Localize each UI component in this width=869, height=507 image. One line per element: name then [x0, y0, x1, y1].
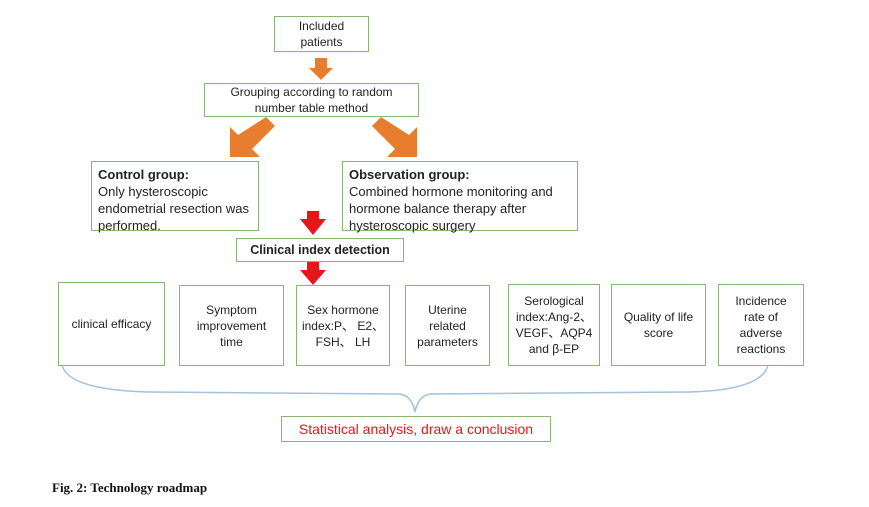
- arrow-down-left-orange: [230, 117, 275, 157]
- index-label: Uterine related parameters: [417, 302, 478, 349]
- index-label: clinical efficacy: [71, 317, 152, 331]
- grouping-box: Grouping according to random number tabl…: [204, 83, 419, 117]
- clinical-detection-box: Clinical index detection: [236, 238, 404, 262]
- index-label: Serological index:Ang-2、 VEGF、AQP4 and β…: [515, 294, 593, 356]
- figure-caption: Fig. 2: Technology roadmap: [52, 480, 208, 495]
- conclusion-box: Statistical analysis, draw a conclusion: [281, 416, 551, 442]
- index-label: Quality of life score: [623, 310, 694, 340]
- arrow-down-red-1: [300, 211, 326, 235]
- control-group-title: Control group:: [98, 167, 189, 182]
- observation-group-box: Observation group: Combined hormone moni…: [342, 161, 578, 233]
- control-group-box: Control group: Only hysteroscopic endome…: [91, 161, 259, 233]
- observation-group-title: Observation group:: [349, 167, 470, 182]
- control-group-body: Only hysteroscopic endometrial resection…: [98, 184, 250, 233]
- index-box-symptom-time: Symptom improvement time: [179, 285, 284, 366]
- index-box-serological: Serological index:Ang-2、 VEGF、AQP4 and β…: [508, 284, 600, 366]
- arrow-down-red-2: [300, 262, 326, 285]
- arrow-down-orange: [309, 58, 333, 80]
- index-box-adverse-reactions: Incidence rate of adverse reactions: [718, 284, 804, 366]
- index-label: Symptom improvement time: [196, 302, 267, 349]
- included-patients-box: Included patients: [274, 16, 369, 52]
- arrow-down-right-orange: [372, 117, 417, 157]
- index-box-quality-of-life: Quality of life score: [611, 284, 706, 366]
- clinical-detection-label: Clinical index detection: [250, 243, 390, 257]
- index-label: Sex hormone index:P、 E2、 FSH、 LH: [301, 302, 385, 349]
- index-label: Incidence rate of adverse reactions: [735, 294, 787, 356]
- index-box-clinical-efficacy: clinical efficacy: [58, 282, 165, 366]
- conclusion-label: Statistical analysis, draw a conclusion: [298, 421, 534, 437]
- curly-brace: [61, 364, 769, 413]
- observation-group-body: Combined hormone monitoring and hormone …: [349, 184, 553, 233]
- index-box-sex-hormone: Sex hormone index:P、 E2、 FSH、 LH: [296, 285, 390, 366]
- included-patients-label: Included patients: [298, 19, 345, 49]
- index-box-uterine: Uterine related parameters: [405, 285, 490, 366]
- grouping-label: Grouping according to random number tabl…: [230, 85, 393, 115]
